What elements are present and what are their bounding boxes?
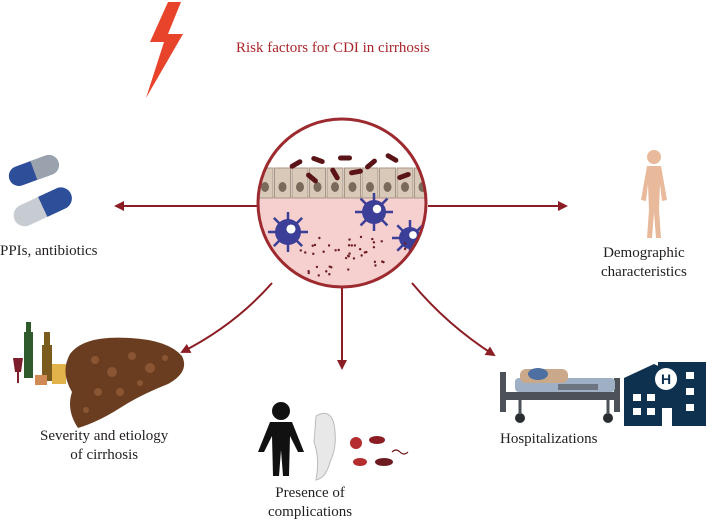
bacterium — [365, 158, 377, 170]
arrow-hospitalizations — [411, 282, 496, 357]
particle — [372, 246, 376, 249]
hospital-icon: H — [500, 362, 706, 426]
bacterium — [311, 155, 325, 165]
particle — [315, 265, 319, 269]
particle — [365, 250, 368, 254]
bacterium — [385, 153, 399, 163]
label-demographic-line2: characteristics — [601, 264, 687, 280]
cell-nucleus — [401, 182, 409, 192]
cell-nucleus — [313, 182, 322, 192]
label-demographic: Demographic characteristics — [601, 244, 687, 282]
cell-nucleus — [383, 182, 392, 192]
particle — [381, 260, 384, 263]
cell-body — [362, 200, 386, 224]
particle — [347, 254, 350, 258]
cell-nucleus — [278, 182, 287, 192]
label-hospitalizations: Hospitalizations — [500, 430, 598, 449]
liver-alcohol-icon — [13, 322, 185, 428]
dots — [299, 235, 407, 277]
cell-granule — [372, 204, 382, 214]
particle — [400, 269, 404, 272]
capsule-pills-icon — [8, 155, 72, 227]
label-hospitalizations-text: Hospitalizations — [500, 431, 598, 447]
lightning-icon — [146, 2, 183, 98]
particle — [360, 254, 363, 257]
label-complications-line1: Presence of — [275, 485, 345, 501]
particle — [373, 260, 377, 264]
particle — [318, 236, 321, 240]
particle — [325, 270, 328, 273]
particle — [322, 250, 325, 253]
bacterium — [349, 168, 363, 176]
arrow-severity — [180, 282, 273, 353]
particle — [353, 244, 357, 247]
particle — [317, 274, 320, 277]
particle — [328, 265, 331, 268]
bacteria-icon — [289, 153, 411, 184]
particle — [352, 257, 356, 260]
cell-nucleus — [296, 182, 304, 192]
immune-cell — [355, 193, 393, 231]
label-ppis-text: PPIs, antibiotics — [0, 243, 98, 259]
particle — [350, 244, 353, 247]
cell-nucleus — [366, 182, 374, 192]
particle — [347, 244, 351, 247]
label-demographic-line1: Demographic — [603, 245, 685, 261]
particle — [402, 273, 405, 276]
particle — [307, 269, 310, 273]
particle — [403, 242, 407, 245]
particle — [371, 237, 374, 241]
particle — [307, 271, 310, 275]
particle — [344, 256, 348, 260]
immune-cell — [268, 212, 308, 252]
cell-granule — [409, 231, 417, 239]
particle — [374, 264, 377, 267]
cell-nucleus — [348, 182, 357, 192]
svg-text:H: H — [661, 371, 671, 387]
label-severity-line1: Severity and etiology — [40, 428, 169, 444]
arrows — [114, 201, 568, 370]
particle — [327, 244, 331, 247]
label-ppis: PPIs, antibiotics — [0, 242, 98, 261]
label-severity: Severity and etiology of cirrhosis — [40, 427, 168, 465]
particle — [328, 273, 331, 276]
label-complications-line2: complications — [268, 504, 353, 520]
particle — [334, 249, 337, 252]
particle — [348, 252, 351, 255]
particle — [359, 235, 363, 239]
particle — [372, 241, 376, 244]
particle — [299, 249, 302, 252]
label-complications: Presence of complications — [268, 484, 352, 522]
particle — [337, 248, 340, 252]
particle — [380, 240, 383, 243]
particle — [312, 252, 315, 255]
bacterium — [306, 172, 318, 184]
particle — [403, 247, 407, 251]
cell-granule — [286, 224, 296, 234]
cell-nucleus — [331, 182, 339, 192]
bacterium — [338, 155, 352, 161]
bacterium — [330, 167, 340, 181]
human-body-icon — [641, 150, 667, 238]
particle — [393, 273, 396, 276]
bacterium — [397, 171, 411, 181]
particle — [347, 268, 350, 271]
cell-nucleus — [261, 182, 269, 192]
diagram-title: Risk factors for CDI in cirrhosis — [236, 40, 430, 56]
complications-icon — [258, 402, 409, 481]
particle — [348, 238, 351, 241]
gut-tissue-circle — [256, 117, 428, 289]
particle — [358, 248, 362, 251]
particle — [313, 243, 317, 247]
label-severity-line2: of cirrhosis — [70, 447, 139, 463]
particle — [311, 244, 314, 247]
particle — [304, 251, 307, 254]
bacterium — [289, 159, 303, 169]
